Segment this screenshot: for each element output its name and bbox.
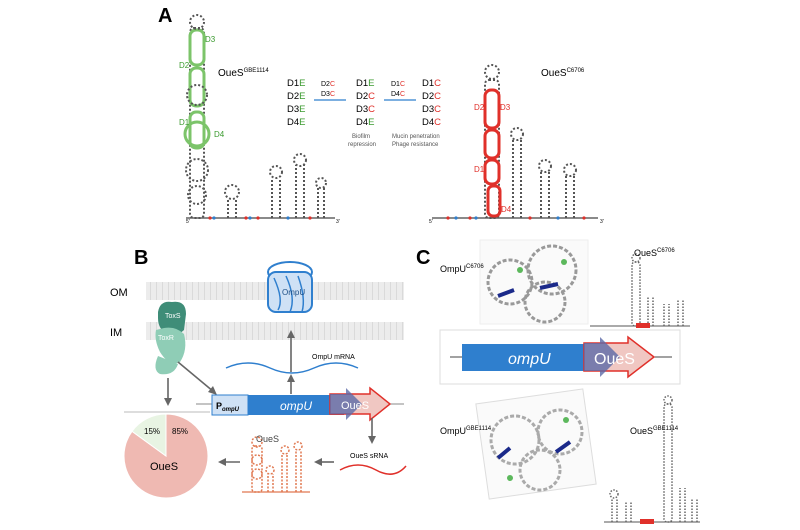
c-ompu-gene-label: ompU bbox=[508, 351, 551, 368]
svg-text:D2C: D2C bbox=[356, 91, 375, 102]
c-oues-gene-label: OueS bbox=[594, 351, 635, 368]
left-rna-title: OueSGBE1114 bbox=[218, 68, 269, 79]
oues-srna-structure bbox=[242, 436, 310, 493]
top-rna-label: OueSC6706 bbox=[634, 248, 675, 258]
panel-c-label: C bbox=[416, 247, 430, 269]
promoter-label: PompU bbox=[216, 401, 240, 413]
domain-d4-right-highlight bbox=[486, 184, 502, 218]
combination-column-2: D1E D2C D3C D4E bbox=[356, 78, 375, 128]
rna-structure-left bbox=[183, 14, 335, 220]
right-domain-d2: D2 bbox=[474, 103, 485, 112]
ompu-mrna-wave bbox=[225, 362, 359, 374]
pie-label-85: 85% bbox=[172, 427, 188, 436]
right-domain-d1: D1 bbox=[474, 165, 485, 174]
srna-label: OueS sRNA bbox=[350, 453, 388, 460]
ompu-protein-label: OmpU bbox=[282, 288, 305, 297]
svg-text:D3C: D3C bbox=[356, 104, 375, 115]
svg-text:D2C: D2C bbox=[321, 81, 335, 88]
svg-text:D3C: D3C bbox=[321, 91, 335, 98]
pie-label-15: 15% bbox=[144, 427, 160, 436]
oues-gene-label: OueS bbox=[341, 400, 369, 412]
domain-d4-left-highlight bbox=[183, 120, 211, 148]
domain-d2-right-highlight bbox=[483, 88, 501, 130]
svg-text:D3C: D3C bbox=[422, 104, 441, 115]
ompu-gbe1114-structure bbox=[475, 388, 597, 500]
right-domain-d4: D4 bbox=[501, 205, 512, 214]
svg-text:D4C: D4C bbox=[391, 91, 405, 98]
five-prime-left: 5' bbox=[186, 219, 190, 225]
right-rna-title: OueSC6706 bbox=[541, 68, 585, 79]
oues-srna-wave bbox=[339, 464, 407, 475]
pie-label-oues: OueS bbox=[150, 461, 178, 473]
left-domain-d4: D4 bbox=[214, 130, 225, 139]
note-biofilm-line2: repression bbox=[348, 142, 376, 148]
combination-column-3: D1C D2C D3C D4C bbox=[422, 78, 441, 128]
ompu-gene-box bbox=[248, 395, 344, 415]
note-phage: Phage resistance bbox=[392, 142, 439, 148]
rna-structure-right bbox=[432, 64, 598, 220]
three-prime-left: 3' bbox=[336, 219, 340, 225]
svg-text:D1C: D1C bbox=[391, 81, 405, 88]
bottom-rna-label: OueSGBE1114 bbox=[630, 426, 679, 436]
svg-text:D1C: D1C bbox=[422, 78, 441, 89]
im-label: IM bbox=[110, 327, 122, 339]
svg-text:D4C: D4C bbox=[422, 117, 441, 128]
top-protein-label: OmpUC6706 bbox=[440, 264, 484, 274]
svg-text:D3E: D3E bbox=[287, 104, 306, 115]
svg-text:D2C: D2C bbox=[422, 91, 441, 102]
oues-c6706-rna-small bbox=[590, 253, 690, 328]
toxs-toxr-complex bbox=[155, 301, 186, 375]
panel-b-label: B bbox=[134, 247, 148, 269]
toxr-label: ToxR bbox=[158, 335, 174, 342]
note-mucin: Mucin penetration bbox=[392, 134, 440, 140]
toxs-label: ToxS bbox=[165, 313, 181, 320]
arrow-toxr-to-promoter bbox=[177, 361, 215, 393]
c-ompu-gene-box bbox=[462, 344, 584, 371]
oues-gbe1114-rna-small bbox=[604, 395, 700, 524]
left-domain-d1: D1 bbox=[179, 118, 190, 127]
svg-text:D1E: D1E bbox=[287, 78, 306, 89]
ompu-barrel bbox=[267, 261, 313, 313]
note-biofilm-line1: Biofilm bbox=[352, 134, 370, 140]
mrna-label: OmpU mRNA bbox=[312, 354, 355, 361]
bottom-protein-label: OmpUGBE1114 bbox=[440, 426, 492, 436]
right-domain-d3: D3 bbox=[500, 103, 511, 112]
panel-a-label: A bbox=[158, 5, 172, 27]
om-label: OM bbox=[110, 287, 128, 299]
domain-d3-left-highlight bbox=[188, 28, 206, 67]
left-domain-d3: D3 bbox=[205, 35, 216, 44]
swap-label-1: D2C D3C bbox=[321, 81, 335, 98]
pie-slice-other bbox=[131, 413, 167, 457]
oues-structure-label: OueS bbox=[256, 434, 279, 444]
swap-label-2: D1C D4C bbox=[391, 81, 405, 98]
domain-d3-right-highlight bbox=[483, 128, 501, 160]
inner-membrane bbox=[146, 322, 404, 340]
pie-chart bbox=[123, 413, 209, 499]
svg-text:D2E: D2E bbox=[287, 91, 306, 102]
svg-text:D1E: D1E bbox=[356, 78, 375, 89]
three-prime-right: 3' bbox=[600, 219, 604, 225]
svg-text:D4E: D4E bbox=[356, 117, 375, 128]
five-prime-right: 5' bbox=[429, 219, 433, 225]
domain-d1-left-highlight bbox=[188, 110, 206, 150]
combination-column-1: D1E D2E D3E D4E bbox=[287, 78, 306, 128]
ompu-gene-label: ompU bbox=[280, 399, 312, 413]
svg-text:D4E: D4E bbox=[287, 117, 306, 128]
ompu-c6706-structure bbox=[479, 239, 589, 325]
domain-d1-right-highlight bbox=[483, 158, 501, 186]
left-domain-d2: D2 bbox=[179, 61, 190, 70]
